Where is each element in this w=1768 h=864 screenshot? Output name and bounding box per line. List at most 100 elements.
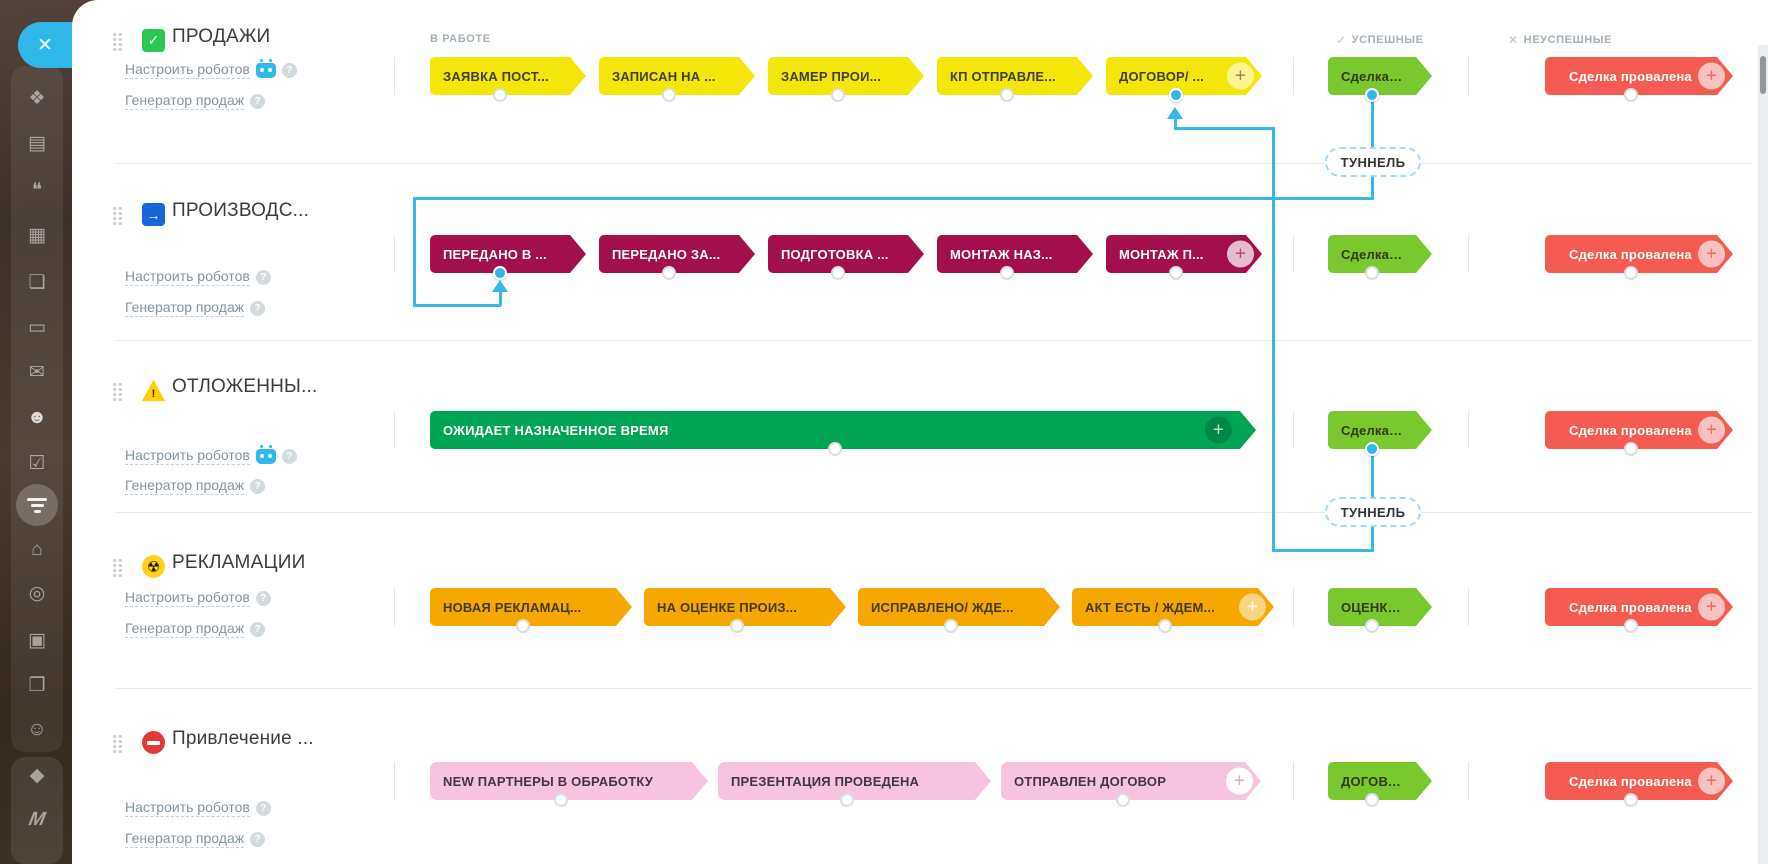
drive-icon[interactable]: ▭ xyxy=(28,316,46,338)
robots-link-label[interactable]: Настроить роботов xyxy=(125,589,250,607)
add-stage-button[interactable]: + xyxy=(1698,240,1725,268)
mail-icon[interactable]: ✉ xyxy=(29,361,45,383)
success-stage-chip[interactable]: Сделка ... xyxy=(1328,57,1416,102)
stage-connector[interactable] xyxy=(493,88,507,102)
stage-connector[interactable] xyxy=(944,619,958,633)
sales-funnel-icon[interactable] xyxy=(16,484,58,526)
success-stage-chip[interactable]: Сделка ... xyxy=(1328,411,1416,456)
funnel-title[interactable]: ОТЛОЖЕННЫ... xyxy=(172,376,318,397)
stage-connector[interactable] xyxy=(831,88,845,102)
stage-connector[interactable] xyxy=(1365,266,1379,280)
stage-connector[interactable] xyxy=(554,793,568,807)
robots-link-label[interactable]: Настроить роботов xyxy=(125,799,250,817)
help-icon[interactable]: ? xyxy=(250,478,266,494)
calendar-icon[interactable]: ▦ xyxy=(28,224,46,246)
funnel-title[interactable]: ПРОИЗВОДС... xyxy=(172,200,310,221)
drag-handle-icon[interactable] xyxy=(112,32,123,51)
generator-link-label[interactable]: Генератор продаж xyxy=(125,299,245,317)
stage-chip[interactable]: ЗАПИСАН НА ... xyxy=(599,57,739,102)
generator-link-label[interactable]: Генератор продаж xyxy=(125,620,245,638)
market-icon[interactable]: M xyxy=(26,809,48,830)
workspace-icon[interactable]: ▤ xyxy=(28,132,46,154)
stage-chip[interactable]: НА ОЦЕНКЕ ПРОИЗ... xyxy=(644,588,830,633)
success-stage-chip[interactable]: Сделка ... xyxy=(1328,235,1416,280)
tunnel-source-connector[interactable] xyxy=(1365,442,1379,456)
documents-icon[interactable]: ❏ xyxy=(28,271,46,293)
stage-chip[interactable]: АКТ ЕСТЬ / ЖДЕМ... + xyxy=(1072,588,1266,633)
help-icon[interactable]: ? xyxy=(281,448,297,464)
sales-generator-link[interactable]: Генератор продаж ? xyxy=(125,299,266,317)
stage-connector[interactable] xyxy=(1000,266,1014,280)
stage-connector[interactable] xyxy=(1624,793,1638,807)
stage-chip[interactable]: ПОДГОТОВКА ... xyxy=(768,235,908,280)
help-icon[interactable]: ? xyxy=(250,93,266,109)
tunnel-source-connector[interactable] xyxy=(1365,88,1379,102)
scrollbar-thumb[interactable] xyxy=(1760,56,1766,94)
stage-chip[interactable]: МОНТАЖ НАЗ... xyxy=(937,235,1077,280)
feed-icon[interactable]: ❖ xyxy=(28,87,46,109)
drag-handle-icon[interactable] xyxy=(112,558,123,577)
drag-handle-icon[interactable] xyxy=(112,382,123,401)
stage-chip[interactable]: ЗАЯВКА ПОСТ... xyxy=(430,57,570,102)
drag-handle-icon[interactable] xyxy=(112,734,123,753)
tasks-icon[interactable]: ☑ xyxy=(28,452,46,474)
stage-chip[interactable]: ИСПРАВЛЕНО/ ЖДЕ... xyxy=(858,588,1044,633)
stage-connector[interactable] xyxy=(1169,266,1183,280)
help-icon[interactable]: ? xyxy=(250,621,266,637)
stage-chip[interactable]: ПЕРЕДАНО ЗА... xyxy=(599,235,739,280)
robots-link-label[interactable]: Настроить роботов xyxy=(125,61,250,79)
fail-stage-chip[interactable]: Сделка провалена + xyxy=(1545,411,1725,456)
stage-chip[interactable]: ПРЕЗЕНТАЦИЯ ПРОВЕДЕНА xyxy=(718,762,975,807)
help-icon[interactable]: ? xyxy=(281,62,297,78)
stage-connector[interactable] xyxy=(1624,266,1638,280)
funnel-title[interactable]: ПРОДАЖИ xyxy=(172,26,271,47)
fail-stage-chip[interactable]: Сделка провалена + xyxy=(1545,588,1725,633)
shop-icon[interactable]: ▣ xyxy=(28,629,46,651)
stage-connector[interactable] xyxy=(839,793,854,807)
add-stage-button[interactable]: + xyxy=(1227,240,1254,268)
sales-generator-link[interactable]: Генератор продаж ? xyxy=(125,620,266,638)
stage-connector[interactable] xyxy=(828,442,842,456)
add-stage-button[interactable]: + xyxy=(1698,416,1725,444)
robots-link[interactable]: Настроить роботов ? xyxy=(125,58,297,79)
generator-link-label[interactable]: Генератор продаж xyxy=(125,477,245,495)
success-stage-chip[interactable]: ДОГОВО... xyxy=(1328,762,1416,807)
chat-icon[interactable]: ❝ xyxy=(31,179,43,201)
help-icon[interactable]: ? xyxy=(250,300,266,316)
stage-chip[interactable]: КП ОТПРАВЛЕ... xyxy=(937,57,1077,102)
scrollbar-track[interactable] xyxy=(1758,45,1768,864)
clients-icon[interactable]: ☻ xyxy=(27,407,47,428)
robots-link[interactable]: Настроить роботов ? xyxy=(125,799,271,817)
stage-connector[interactable] xyxy=(516,619,530,633)
robots-link-label[interactable]: Настроить роботов xyxy=(125,268,250,286)
fail-stage-chip[interactable]: Сделка провалена + xyxy=(1545,57,1725,102)
success-stage-chip[interactable]: ОЦЕНКА... xyxy=(1328,588,1416,633)
add-stage-button[interactable]: + xyxy=(1226,767,1253,795)
stage-connector[interactable] xyxy=(662,88,676,102)
tunnel-target-connector[interactable] xyxy=(1169,88,1183,102)
stage-connector[interactable] xyxy=(730,619,744,633)
stage-connector[interactable] xyxy=(1624,88,1638,102)
stage-chip[interactable]: ОЖИДАЕТ НАЗНАЧЕННОЕ ВРЕМЯ + xyxy=(430,411,1240,456)
fail-stage-chip[interactable]: Сделка провалена + xyxy=(1545,235,1725,280)
robots-link-label[interactable]: Настроить роботов xyxy=(125,447,250,465)
drag-handle-icon[interactable] xyxy=(112,206,123,225)
box-icon[interactable]: ◆ xyxy=(29,764,45,786)
stage-connector[interactable] xyxy=(1365,619,1379,633)
add-stage-button[interactable]: + xyxy=(1239,593,1266,621)
add-stage-button[interactable]: + xyxy=(1227,62,1254,90)
stage-chip[interactable]: ЗАМЕР ПРОИ... xyxy=(768,57,908,102)
stage-connector[interactable] xyxy=(1624,619,1638,633)
company-icon[interactable]: ⌂ xyxy=(31,539,43,560)
stage-connector[interactable] xyxy=(831,266,845,280)
stage-connector[interactable] xyxy=(1365,793,1379,807)
stage-chip[interactable]: ДОГОВОР/ ... + xyxy=(1106,57,1254,102)
generator-link-label[interactable]: Генератор продаж xyxy=(125,830,245,848)
add-stage-button[interactable]: + xyxy=(1698,593,1725,621)
sales-generator-link[interactable]: Генератор продаж ? xyxy=(125,830,266,848)
generator-link-label[interactable]: Генератор продаж xyxy=(125,92,245,110)
tunnel-target-connector[interactable] xyxy=(493,266,507,280)
help-icon[interactable]: ? xyxy=(255,269,271,285)
fail-stage-chip[interactable]: Сделка провалена + xyxy=(1545,762,1725,807)
marketing-icon[interactable]: ◎ xyxy=(28,582,46,604)
